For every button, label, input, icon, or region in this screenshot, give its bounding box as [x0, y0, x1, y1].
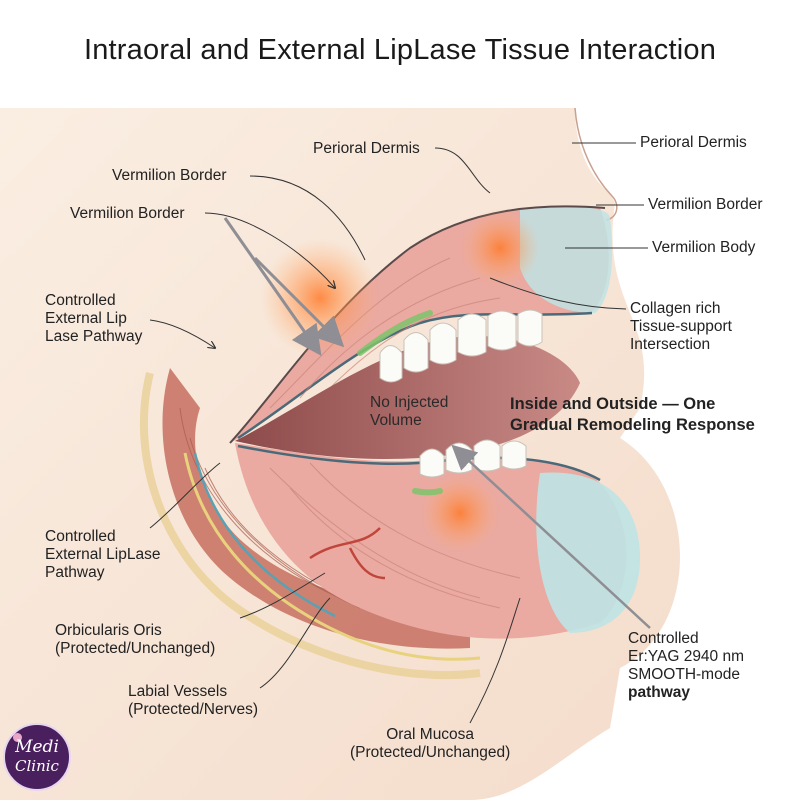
- lower-lip-mucosa: [536, 472, 640, 633]
- upper-lip-border: [229, 205, 606, 444]
- lower-lip-fibers: [269, 462, 521, 609]
- laser-glow-lower: [420, 473, 500, 553]
- page-title: Intraoral and External LipLase Tissue In…: [83, 34, 717, 66]
- green-flow-upper: [357, 310, 433, 356]
- upper-teeth: [379, 309, 543, 383]
- illustration-panel: Perioral Dermis Perioral Dermis Vermilio…: [0, 108, 800, 800]
- logo-dot-icon: [13, 733, 22, 742]
- label-vermilion-border-b: Vermilion Border: [70, 205, 185, 222]
- label-oral-mucosa: Oral Mucosa (Protected/Unchanged): [350, 726, 511, 761]
- label-orbicularis-oris: Orbicularis Oris (Protected/Unchanged): [55, 622, 216, 657]
- orbicularis-muscle: [162, 368, 470, 649]
- medi-clinic-logo: Medi Clinic: [3, 723, 71, 791]
- lip-cross-section-illustration: [0, 108, 680, 800]
- label-perioral-dermis-top: Perioral Dermis: [313, 140, 420, 157]
- label-controlled-external-top: Controlled External Lip Lase Pathway: [45, 292, 143, 345]
- upper-lip-mucosa: [520, 206, 613, 313]
- label-vermilion-border-right: Vermilion Border: [648, 196, 763, 213]
- labial-vessel-red: [309, 527, 386, 580]
- laser-arrow-2: [253, 256, 345, 348]
- headline-inside-outside: Inside and Outside — One Gradual Remodel…: [510, 395, 755, 434]
- label-vermilion-body: Vermilion Body: [652, 239, 756, 256]
- laser-glow-upper: [260, 238, 380, 358]
- labial-vessel-yellow: [183, 452, 481, 661]
- chin-skin-layer: [140, 372, 481, 680]
- mouth-interior: [235, 336, 580, 459]
- label-vermilion-border-a: Vermilion Border: [112, 167, 227, 184]
- green-flow-lower: [412, 488, 443, 496]
- label-eryag-pathway: Controlled Er:YAG 2940 nm SMOOTH-mode pa…: [628, 630, 745, 701]
- laser-glow-upper-right: [460, 208, 540, 288]
- lower-lip: [235, 443, 627, 639]
- label-labial-vessels: Labial Vessels (Protected/Nerves): [128, 683, 259, 718]
- face-profile-line: [574, 108, 618, 221]
- laser-arrow-intraoral: [451, 444, 651, 629]
- leader-lines: [149, 142, 648, 724]
- label-collagen: Collagen rich Tissue-support Intersectio…: [630, 300, 732, 353]
- label-perioral-dermis-right: Perioral Dermis: [640, 134, 747, 151]
- laser-arrow-1: [223, 217, 322, 356]
- label-controlled-external-bottom: Controlled External LipLase Pathway: [45, 528, 161, 581]
- lower-teeth: [419, 439, 527, 478]
- label-no-injected-volume: No Injected Volume: [370, 394, 449, 429]
